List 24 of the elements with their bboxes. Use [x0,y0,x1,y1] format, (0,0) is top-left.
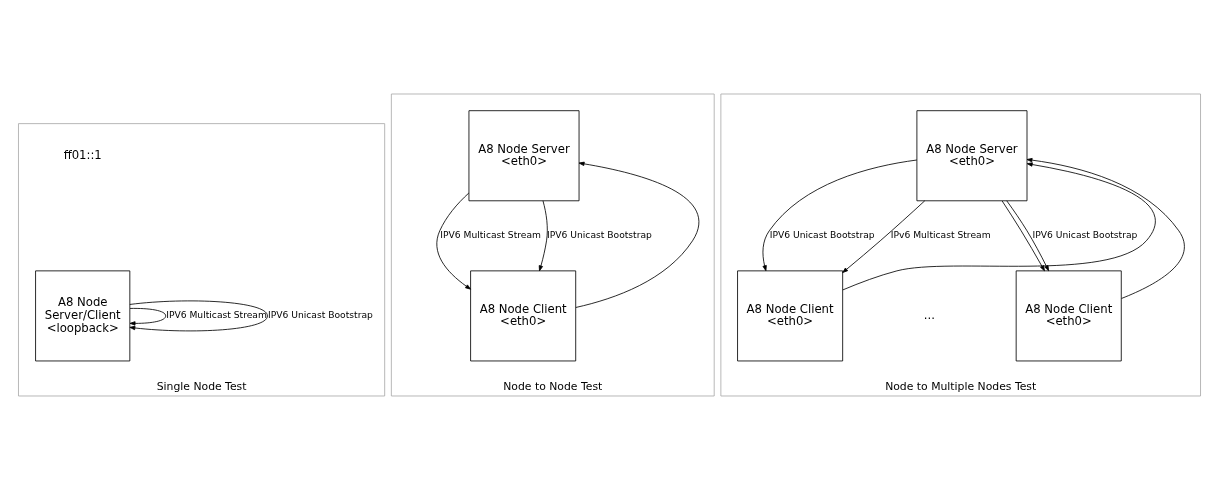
arrow [129,300,268,332]
node-box: A8 Node Client <eth0> [737,270,844,362]
arrow [575,161,700,308]
node-box: A8 Node Server <eth0> [468,110,580,202]
node-box: A8 Node Client <eth0> [1015,270,1122,362]
label: ... [923,307,935,322]
edge-label: IPV6 Unicast Bootstrap [1032,229,1138,241]
arrow [436,192,471,290]
node-box: A8 Node Server <eth0> [916,110,1028,202]
arrow [842,162,1156,291]
label: ff01::1 [63,147,102,162]
node-box: A8 Node Server/Client <loopback> [35,270,131,362]
arrow [762,159,918,272]
edge-label: IPV6 Unicast Bootstrap [268,309,373,321]
arrow [538,200,548,272]
edge-label: IPv6 Multicast Stream [890,229,991,241]
node-box: A8 Node Client <eth0> [470,270,577,362]
edge-label: IPV6 Multicast Stream [440,229,541,241]
arrow [1026,158,1185,299]
edge-label: IPV6 Multicast Stream [166,309,267,321]
edge-label: IPV6 Unicast Bootstrap [547,229,652,241]
arrow [129,308,167,326]
edge-label: IPV6 Unicast Bootstrap [769,229,875,241]
arrow [842,200,926,273]
